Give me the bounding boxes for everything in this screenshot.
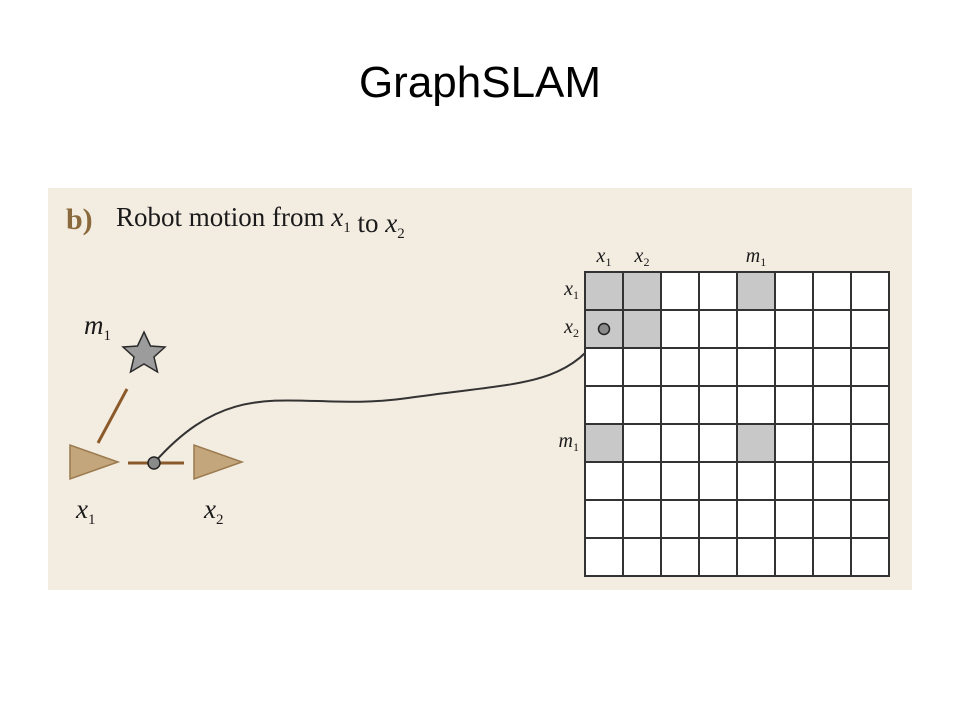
matrix-cell [622, 347, 662, 387]
matrix-column-header-x2: x2 [634, 245, 650, 269]
matrix-cell [660, 347, 700, 387]
landmark-star-icon [121, 330, 167, 374]
pose-x2-symbol: x [203, 494, 216, 524]
matrix-cell [660, 537, 700, 577]
figure-canvas: b) Robot motion from x1 to x2 m1 x1 [48, 188, 912, 590]
matrix-cell [812, 423, 852, 463]
matrix-cell [812, 537, 852, 577]
caption-to-symbol: x [384, 208, 397, 238]
matrix-cell [660, 499, 700, 539]
pose-x1-marker [69, 443, 121, 481]
matrix-cell [774, 385, 814, 425]
pose-x2-label: x2 [203, 494, 223, 528]
matrix-cell [584, 499, 624, 539]
pose-x1-label: x1 [75, 494, 95, 528]
matrix-cell [850, 537, 890, 577]
matrix-cell [622, 385, 662, 425]
matrix-cell [774, 271, 814, 311]
matrix-cell [660, 271, 700, 311]
matrix-cell [850, 461, 890, 501]
matrix-cell [698, 461, 738, 501]
matrix-cell [660, 423, 700, 463]
matrix-column-header-x1: x1 [596, 245, 612, 269]
pose-x2-marker [193, 443, 245, 481]
matrix-column-header-m1: m1 [746, 245, 766, 269]
matrix-cell [850, 271, 890, 311]
matrix-cell [812, 461, 852, 501]
matrix-cell-filled [584, 271, 624, 311]
caption: Robot motion from x1 to x2 [116, 202, 405, 242]
matrix-cell [812, 347, 852, 387]
link-curve [153, 328, 605, 464]
landmark-subscript: 1 [104, 328, 112, 344]
matrix-cell [698, 309, 738, 349]
matrix-cell [736, 309, 776, 349]
matrix-cell [774, 499, 814, 539]
matrix-cell [622, 423, 662, 463]
matrix-cell [622, 537, 662, 577]
figure-panel: b) Robot motion from x1 to x2 m1 x1 [48, 188, 912, 590]
matrix-cell-filled [622, 271, 662, 311]
matrix-cell [812, 309, 852, 349]
matrix-cell [736, 347, 776, 387]
matrix-cell-filled [622, 309, 662, 349]
matrix-cell [736, 461, 776, 501]
matrix-cell [584, 461, 624, 501]
matrix-cell [584, 385, 624, 425]
matrix-entry-marker [597, 322, 611, 336]
matrix-cell [774, 461, 814, 501]
matrix-cell [622, 499, 662, 539]
matrix-cell [736, 537, 776, 577]
matrix-cell [774, 423, 814, 463]
matrix-cell [698, 499, 738, 539]
matrix-cell [584, 537, 624, 577]
landmark-symbol: m [84, 310, 104, 340]
matrix-cell [850, 309, 890, 349]
matrix-cell [584, 347, 624, 387]
observation-edge [96, 388, 129, 444]
matrix-cell [660, 309, 700, 349]
matrix-cell [812, 271, 852, 311]
pose-x1-symbol: x [75, 494, 88, 524]
pose-x1-subscript: 1 [88, 512, 96, 528]
matrix-cell [736, 499, 776, 539]
caption-to-subscript: 2 [397, 226, 405, 242]
matrix-cell [698, 347, 738, 387]
matrix-cell [660, 385, 700, 425]
matrix-cell [736, 385, 776, 425]
pose-x2-subscript: 2 [216, 512, 224, 528]
matrix-cell [812, 499, 852, 539]
information-matrix: x1 x2 m1 x1 x2 m1 [559, 245, 890, 577]
matrix-cell [774, 537, 814, 577]
caption-from-symbol: x [330, 202, 343, 232]
motion-edge-node [147, 456, 161, 470]
matrix-cell [698, 423, 738, 463]
matrix-cell [850, 499, 890, 539]
matrix-row-header-m1: m1 [559, 430, 579, 454]
matrix-cell-filled [584, 423, 624, 463]
caption-prefix: Robot motion from [116, 202, 325, 232]
matrix-cell-filled [736, 271, 776, 311]
matrix-cell [812, 385, 852, 425]
matrix-cell [698, 537, 738, 577]
matrix-cell [660, 461, 700, 501]
matrix-cell [622, 461, 662, 501]
matrix-cell [698, 385, 738, 425]
matrix-cell-filled [736, 423, 776, 463]
slide-title: GraphSLAM [358, 58, 602, 107]
matrix-cell [774, 347, 814, 387]
matrix-cell [774, 309, 814, 349]
matrix-cell [698, 271, 738, 311]
matrix-row-header-x2: x2 [563, 316, 579, 340]
caption-from-subscript: 1 [343, 220, 351, 236]
matrix-row-header-x1: x1 [563, 278, 579, 302]
caption-joiner: to [357, 208, 378, 238]
matrix-cell [850, 423, 890, 463]
landmark-label: m1 [84, 310, 111, 344]
panel-label: b) [66, 203, 93, 236]
matrix-cell [850, 347, 890, 387]
matrix-cell [850, 385, 890, 425]
